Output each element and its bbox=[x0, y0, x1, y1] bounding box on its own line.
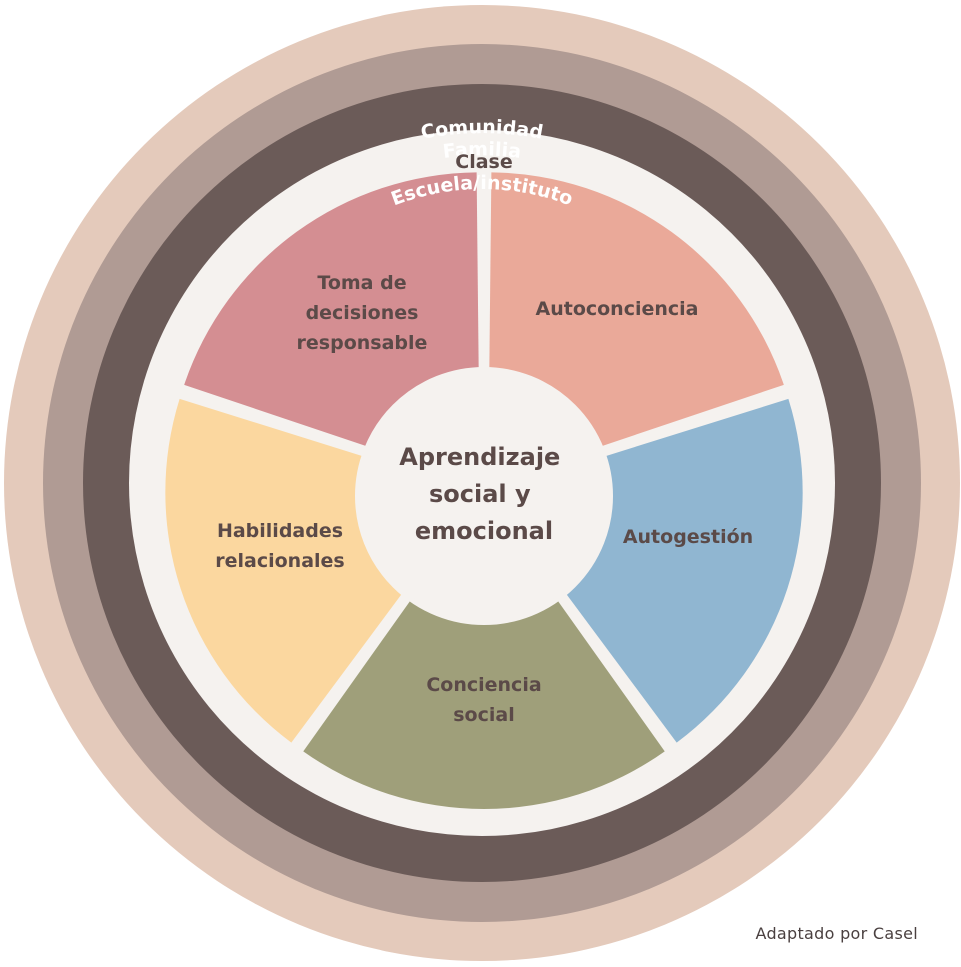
segment-label-line: responsable bbox=[297, 332, 428, 354]
center-label: Aprendizaje social y emocional bbox=[399, 443, 568, 545]
center-label-line: social y bbox=[429, 480, 531, 508]
center-label-line: Aprendizaje bbox=[399, 443, 560, 471]
center-circle bbox=[360, 372, 608, 620]
credit-text: Adaptado por Casel bbox=[755, 924, 918, 943]
segment-label-3: Conciencia social bbox=[426, 674, 541, 726]
segment-label-line: Toma de bbox=[317, 272, 406, 294]
segment-label-5: Toma de decisiones responsable bbox=[297, 272, 428, 354]
segment-label-line: social bbox=[453, 704, 514, 726]
segment-label-line: Habilidades bbox=[217, 520, 343, 542]
segment-label-4: Habilidades relacionales bbox=[215, 520, 344, 572]
ring-label-clase: Clase bbox=[455, 151, 512, 173]
segment-label-line: decisiones bbox=[306, 302, 419, 324]
segment-label-2: Autogestión bbox=[623, 526, 753, 548]
segment-label-line: Conciencia bbox=[426, 674, 541, 696]
segment-label-1: Autoconciencia bbox=[536, 298, 699, 320]
center-label-line: emocional bbox=[415, 517, 553, 545]
segment-3 bbox=[303, 497, 665, 809]
segment-label-line: Autoconciencia bbox=[536, 298, 699, 320]
segment-label-line: relacionales bbox=[215, 550, 344, 572]
segment-label-line: Autogestión bbox=[623, 526, 753, 548]
